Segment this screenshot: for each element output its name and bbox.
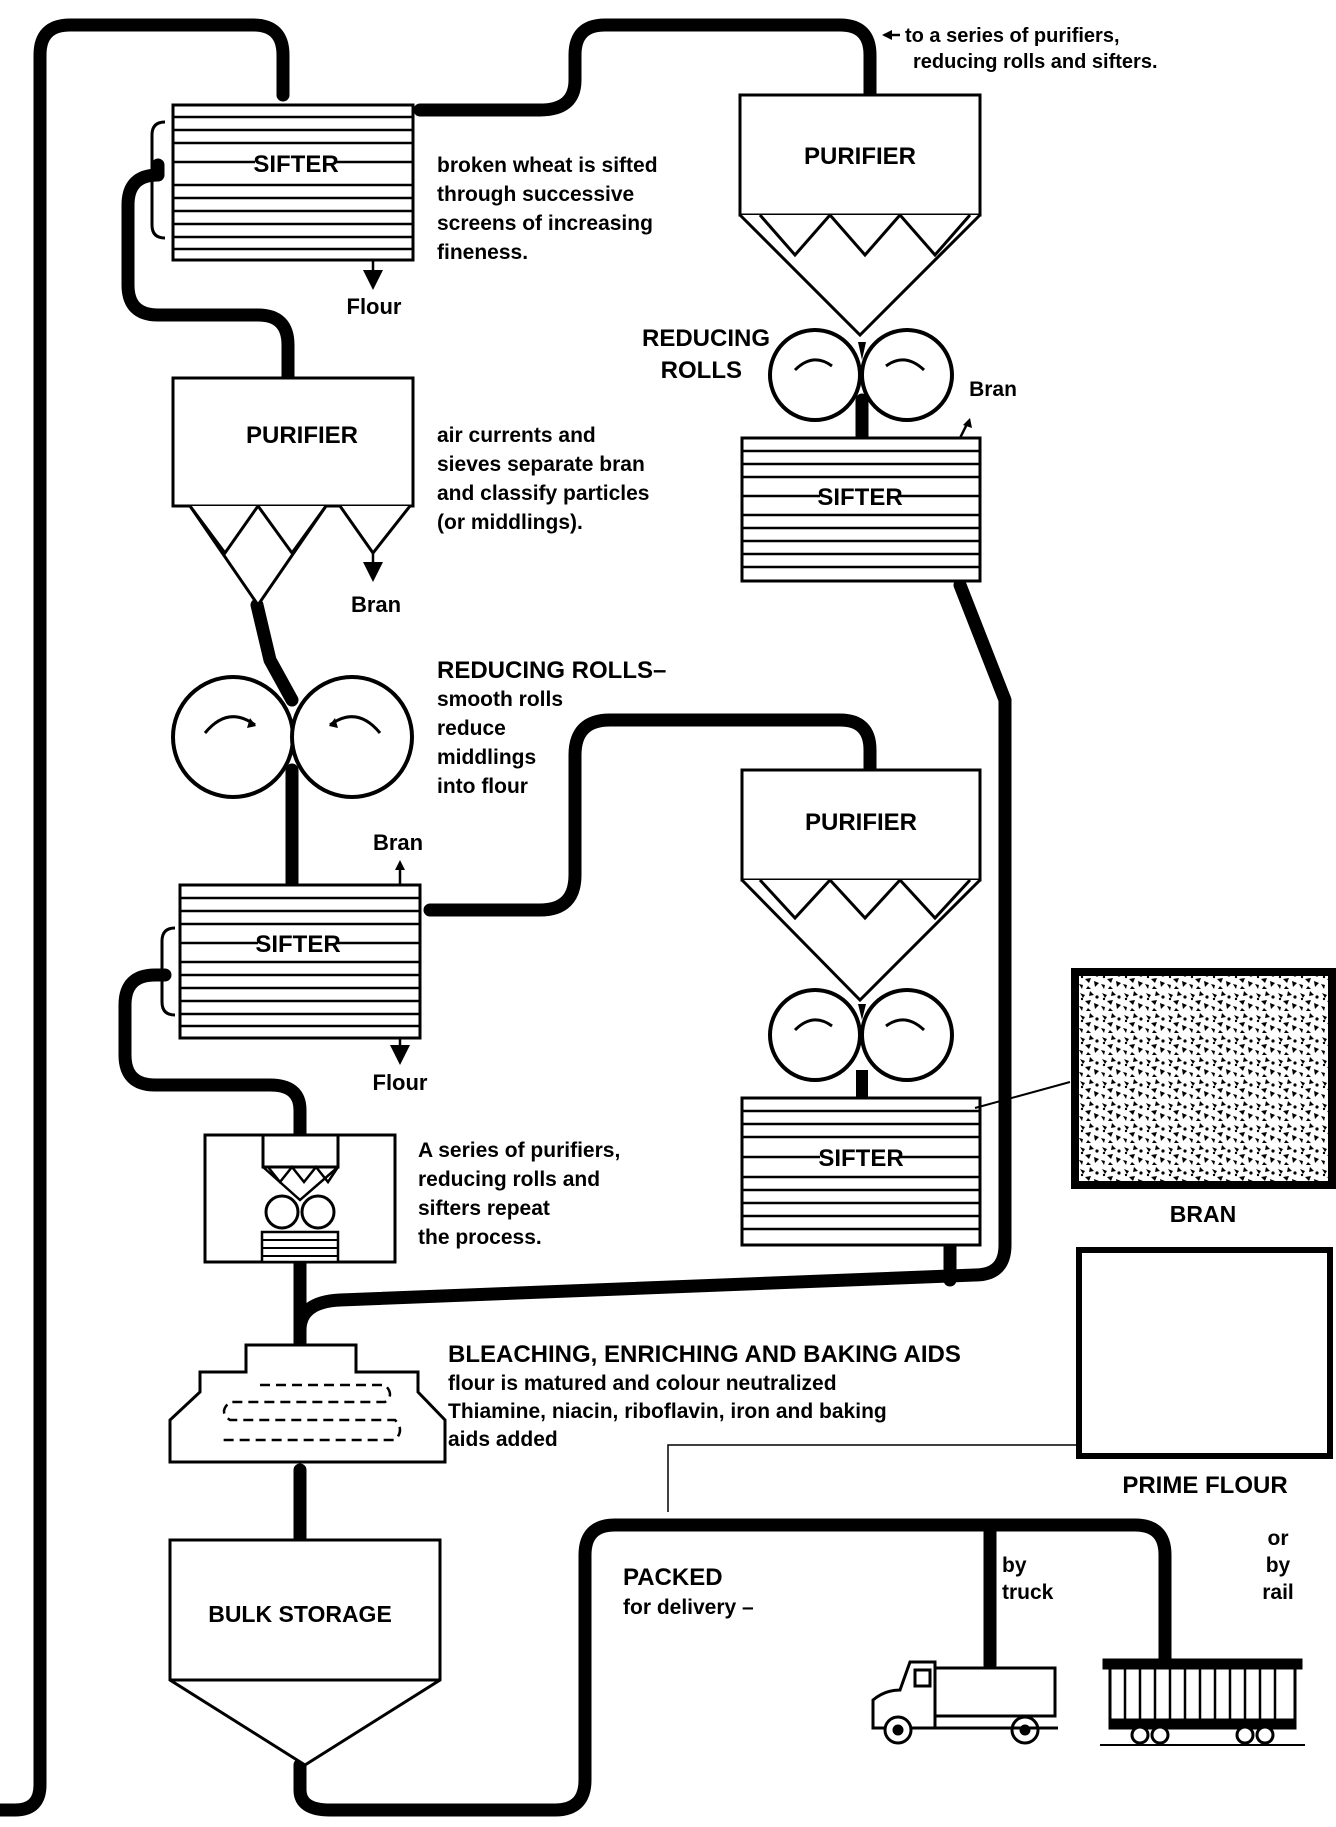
- bran-sample-label: BRAN: [1170, 1201, 1236, 1227]
- bran-label-top-right: Bran: [969, 378, 1017, 401]
- rail-car-icon: [1100, 1660, 1305, 1745]
- sifter-note-2: through successive: [437, 183, 634, 206]
- by-rail-2: by: [1266, 1554, 1291, 1577]
- purifier-top-right: PURIFIER: [740, 95, 980, 335]
- by-rail-1: or: [1268, 1527, 1289, 1550]
- rolls-note-3: middlings: [437, 746, 536, 769]
- top-note-2: reducing rolls and sifters.: [913, 51, 1158, 73]
- series-box: [205, 1135, 395, 1262]
- purifier-label: PURIFIER: [804, 143, 916, 170]
- bran-label: Bran: [373, 830, 423, 855]
- rolls-note-2: reduce: [437, 717, 506, 740]
- bleach-note-1: flour is matured and colour neutralized: [448, 1372, 837, 1395]
- flour-label: Flour: [347, 294, 402, 319]
- rolls-heading: REDUCING ROLLS–: [437, 657, 666, 684]
- purifier-note-1: air currents and: [437, 424, 596, 447]
- sifter-note-4: fineness.: [437, 241, 528, 264]
- purifier-left: PURIFIER Bran: [173, 378, 413, 617]
- prime-flour-label: PRIME FLOUR: [1122, 1472, 1287, 1499]
- purifier-note-3: and classify particles: [437, 482, 649, 505]
- bleach-note-2: Thiamine, niacin, riboflavin, iron and b…: [448, 1400, 887, 1423]
- bran-sample: BRAN: [1075, 972, 1332, 1227]
- sifter-note-3: screens of increasing: [437, 212, 653, 235]
- rolls-note-1: smooth rolls: [437, 688, 563, 711]
- bleach-note-3: aids added: [448, 1428, 558, 1451]
- series-note-2: reducing rolls and: [418, 1168, 600, 1191]
- bulk-storage-label: BULK STORAGE: [208, 1601, 392, 1627]
- reducing-label-1: REDUCING: [642, 325, 770, 352]
- by-truck-2: truck: [1002, 1581, 1054, 1604]
- top-note-1: to a series of purifiers,: [905, 25, 1120, 47]
- reducing-rolls-lower-right: [770, 990, 952, 1098]
- sifter-label: SIFTER: [253, 151, 338, 178]
- sifter-lower-right: SIFTER: [742, 1082, 1070, 1245]
- bran-label: Bran: [351, 592, 401, 617]
- sifter-top-right: SIFTER: [742, 438, 980, 581]
- bulk-storage: BULK STORAGE: [170, 1540, 440, 1765]
- series-note-1: A series of purifiers,: [418, 1139, 620, 1162]
- purifier-label: PURIFIER: [805, 809, 917, 836]
- purifier-note-2: sieves separate bran: [437, 453, 645, 476]
- packed-note: for delivery –: [623, 1596, 754, 1619]
- truck-icon: [873, 1662, 1058, 1743]
- bleaching-unit: [170, 1345, 445, 1462]
- by-rail-3: rail: [1262, 1581, 1294, 1604]
- sifter-label: SIFTER: [255, 931, 340, 958]
- bleach-heading: BLEACHING, ENRICHING AND BAKING AIDS: [448, 1341, 961, 1368]
- flour-label: Flour: [373, 1070, 428, 1095]
- sifter-label: SIFTER: [817, 484, 902, 511]
- reducing-label-2: ROLLS: [661, 357, 742, 384]
- purifier-label: PURIFIER: [246, 422, 358, 449]
- sifter-label: SIFTER: [818, 1145, 903, 1172]
- packed-heading: PACKED: [623, 1564, 723, 1591]
- rolls-note-4: into flour: [437, 775, 528, 798]
- purifier-note-4: (or middlings).: [437, 511, 583, 534]
- sifter-note-1: broken wheat is sifted: [437, 154, 658, 177]
- by-truck-1: by: [1002, 1554, 1027, 1577]
- sifter-top-left: SIFTER Flour: [152, 105, 413, 319]
- series-note-3: sifters repeat: [418, 1197, 550, 1220]
- purifier-lower-right: PURIFIER: [742, 770, 980, 1000]
- series-note-4: the process.: [418, 1226, 542, 1249]
